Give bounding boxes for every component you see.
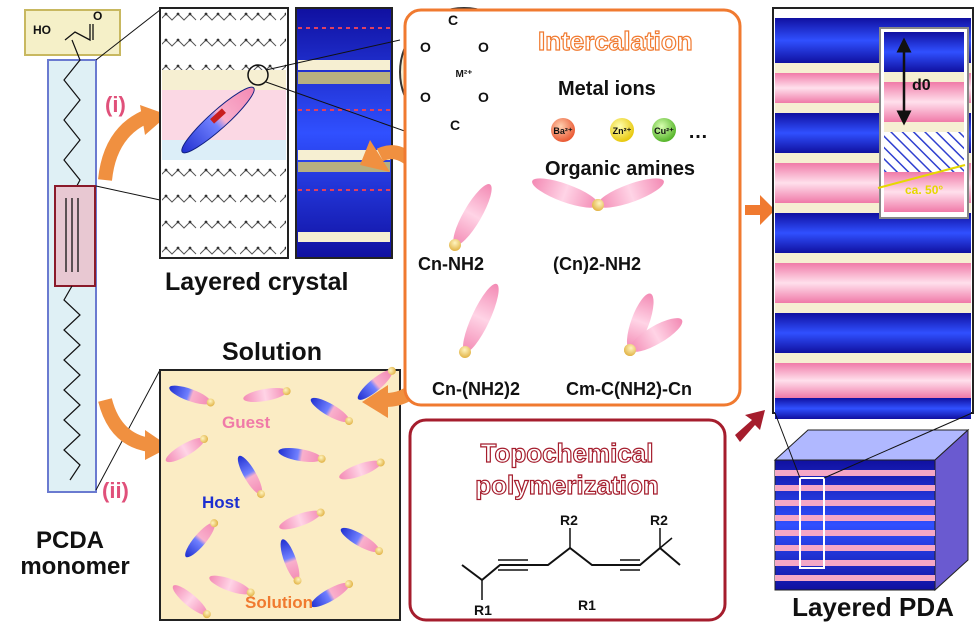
host-label: Host [202, 493, 240, 512]
pda-block-stripes [775, 470, 935, 581]
solution-molecule [237, 455, 265, 499]
carboxylate-c-top: C [448, 12, 458, 28]
pda-layer [775, 203, 971, 213]
carboxylate-o-1: O [420, 39, 431, 55]
pda-layer [775, 353, 971, 363]
amine-molecules [449, 178, 683, 358]
arrow-i [98, 108, 153, 181]
block-layer [775, 470, 935, 476]
pda-layer [775, 363, 971, 398]
angle-label: ca. 50° [905, 183, 943, 197]
pcda-monomer-drawing [24, 9, 161, 493]
amine-molecule [592, 178, 664, 211]
pda-layer [775, 303, 971, 313]
d0-label: d0 [912, 77, 931, 94]
block-layer [775, 560, 935, 566]
block-selection-frame [799, 477, 825, 569]
amine-cn-nh2-2: Cn-(NH2)2 [432, 379, 520, 399]
r1-label-left: R1 [474, 602, 492, 618]
pda-layer [775, 153, 971, 163]
block-layer [775, 575, 935, 581]
solution-molecule [243, 387, 291, 403]
ions-ellipsis: … [688, 121, 708, 143]
pda-layer [775, 263, 971, 303]
arrow-ii [98, 398, 152, 452]
layered-crystal-label: Layered crystal [165, 268, 348, 296]
pda-layer [775, 63, 971, 73]
solution-molecule [310, 580, 354, 608]
r2-label-center: R2 [560, 512, 578, 528]
carboxylate-o-4: O [478, 89, 489, 105]
pda-layer [775, 313, 971, 353]
ion-ba: Ba²⁺ [553, 126, 573, 136]
pda-inset [877, 27, 969, 219]
organic-amines-title: Organic amines [545, 158, 695, 180]
solution-molecule [340, 527, 384, 555]
solution-molecule [169, 385, 215, 407]
amine-cm-c-nh2-cn: Cm-C(NH2)-Cn [566, 379, 692, 399]
zn-ion-ball [610, 118, 634, 142]
carboxylate-c-bottom: C [450, 117, 460, 133]
amine-molecule [449, 184, 492, 251]
pcda-label: PCDA [36, 527, 104, 554]
diacetylene-highlight [54, 185, 96, 287]
block-layer [775, 500, 935, 506]
step-ii-label: (ii) [102, 478, 129, 503]
solution-drawing [159, 369, 401, 621]
block-layer [775, 515, 935, 521]
ho-label: HO [33, 23, 51, 37]
arrow-polymerization [735, 410, 765, 442]
carboxylate-o-2: O [478, 39, 489, 55]
solution-molecule [278, 447, 326, 463]
solution-molecule [357, 366, 396, 400]
amine-cn2-nh2: (Cn)2-NH2 [553, 254, 641, 274]
pda-layer [775, 253, 971, 263]
layered-pda-label: Layered PDA [792, 592, 954, 622]
amine-molecule [459, 283, 499, 358]
metal-center-label: M²⁺ [456, 69, 473, 80]
polymerization-title-1: Topochemical [481, 438, 654, 468]
solution-label: Solution [245, 593, 313, 612]
solution-molecule [185, 519, 219, 558]
solution-molecule [279, 508, 325, 530]
carbonyl-o-label: O [93, 9, 102, 23]
solution-molecule [339, 458, 385, 480]
arrow-to-pda [745, 195, 775, 225]
block-layer [775, 530, 935, 536]
pda-layer [775, 213, 971, 253]
block-layer [775, 545, 935, 551]
solution-molecule [280, 539, 302, 585]
amine-molecule [624, 318, 683, 356]
solution-molecule [172, 585, 211, 619]
amine-cn-nh2: Cn-NH2 [418, 254, 484, 274]
monomer-label: monomer [20, 553, 129, 580]
cu-ion-ball [652, 118, 676, 142]
polymerization-box [408, 418, 727, 622]
solution-molecule [165, 435, 209, 463]
step-i-label: (i) [105, 92, 126, 117]
ion-zn: Zn²⁺ [613, 126, 632, 136]
solution-molecule [209, 575, 255, 597]
ion-cu: Cu²⁺ [654, 126, 674, 136]
guest-label: Guest [222, 413, 271, 432]
solution-molecules [165, 366, 396, 619]
metal-ions-title: Metal ions [558, 78, 656, 100]
solution-title: Solution [222, 338, 322, 366]
carboxylate-o-3: O [420, 89, 431, 105]
ba-ion-ball [551, 118, 575, 142]
pda-layer [775, 103, 971, 113]
block-layer [775, 485, 935, 491]
r1-label-center: R1 [578, 597, 596, 613]
intercalation-title: Intercalation [538, 26, 693, 56]
polymerization-title-2: polymerization [475, 470, 658, 500]
pda-layer [775, 398, 971, 419]
solution-molecule [310, 397, 354, 425]
r2-label-right: R2 [650, 512, 668, 528]
carboxyl-box [24, 9, 121, 56]
